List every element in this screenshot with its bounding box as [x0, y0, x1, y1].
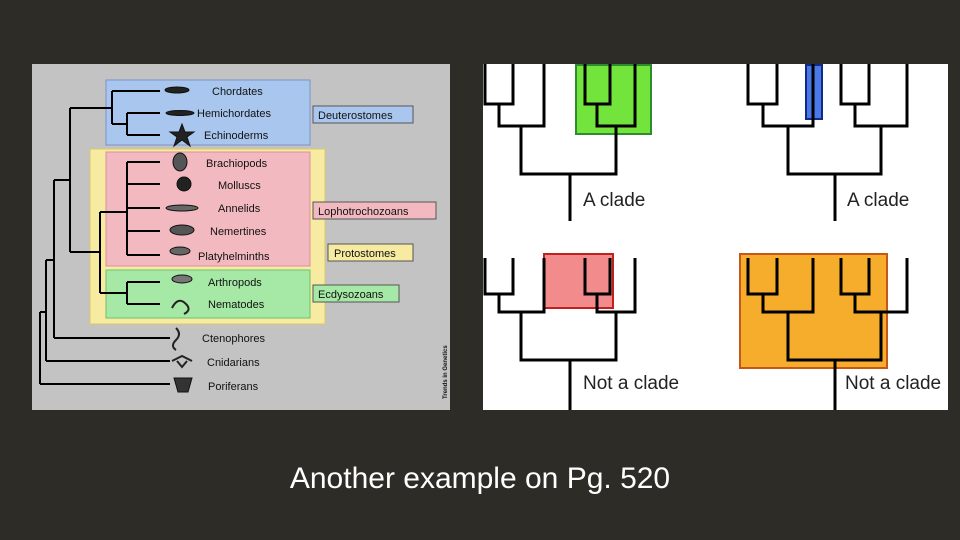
taxon-label: Hemichordates [197, 108, 271, 120]
flatworm-icon [169, 246, 191, 256]
deuterostomes-label: Deuterostomes [318, 110, 393, 122]
organism-icons [164, 86, 199, 393]
taxon-label: Brachiopods [206, 158, 268, 170]
not-clade-label: Not a clade [583, 373, 679, 394]
slide-caption: Another example on Pg. 520 [289, 462, 671, 495]
taxon-label: Molluscs [218, 180, 261, 192]
lophotrochozoans-label: Lophotrochozoans [318, 206, 409, 218]
clade-svg: A clade A clade Not a clade Not a clade [483, 64, 941, 410]
worm-icon [165, 110, 195, 116]
taxon-label: Ctenophores [202, 333, 265, 345]
fish-icon [164, 86, 190, 94]
phylogeny-figure: Chordates Hemichordates Echinoderms Brac… [32, 64, 450, 410]
nematode-icon [171, 299, 190, 315]
clade-label: A clade [847, 190, 909, 211]
clade-examples: A clade A clade Not a clade Not a clade [483, 64, 948, 410]
clade-tree-lines [483, 64, 909, 410]
sponge-icon [173, 377, 193, 393]
credit-text: Trends in Genetics [443, 345, 449, 399]
brachiopod-icon [172, 152, 188, 172]
protostomes-label-box [327, 243, 414, 262]
taxon-label: Cnidarians [207, 357, 260, 369]
taxon-label: Nemertines [210, 226, 267, 238]
tree-lines [39, 90, 170, 385]
taxon-label: Echinoderms [204, 130, 269, 142]
deuterostomes-label-box [312, 105, 414, 124]
ecdysozoan-box [105, 269, 311, 319]
nemertine-icon [169, 224, 195, 236]
clade-highlight-green [575, 64, 652, 135]
ecdysozoans-label-box [312, 284, 400, 303]
taxon-label: Annelids [218, 203, 261, 215]
clade-highlight-red [543, 253, 614, 309]
ctenophore-icon [172, 327, 180, 351]
taxon-label: Arthropods [208, 277, 262, 289]
taxon-label: Nematodes [208, 299, 265, 311]
clade-label: A clade [583, 190, 645, 211]
taxon-label: Poriferans [208, 381, 259, 393]
starfish-icon [168, 122, 196, 148]
cnidarian-icon [171, 354, 193, 369]
taxon-label: Chordates [212, 86, 263, 98]
ecdysozoans-label: Ecdysozoans [318, 289, 384, 301]
octopus-icon [176, 176, 192, 192]
phylogeny-svg: Chordates Hemichordates Echinoderms Brac… [39, 79, 449, 399]
annelid-icon [165, 204, 199, 212]
protostomes-label: Protostomes [334, 248, 396, 260]
arthropod-icon [171, 274, 193, 284]
taxon-label: Platyhelminths [198, 251, 270, 263]
lophotrochozoans-label-box [312, 201, 437, 220]
not-clade-label: Not a clade [845, 373, 941, 394]
